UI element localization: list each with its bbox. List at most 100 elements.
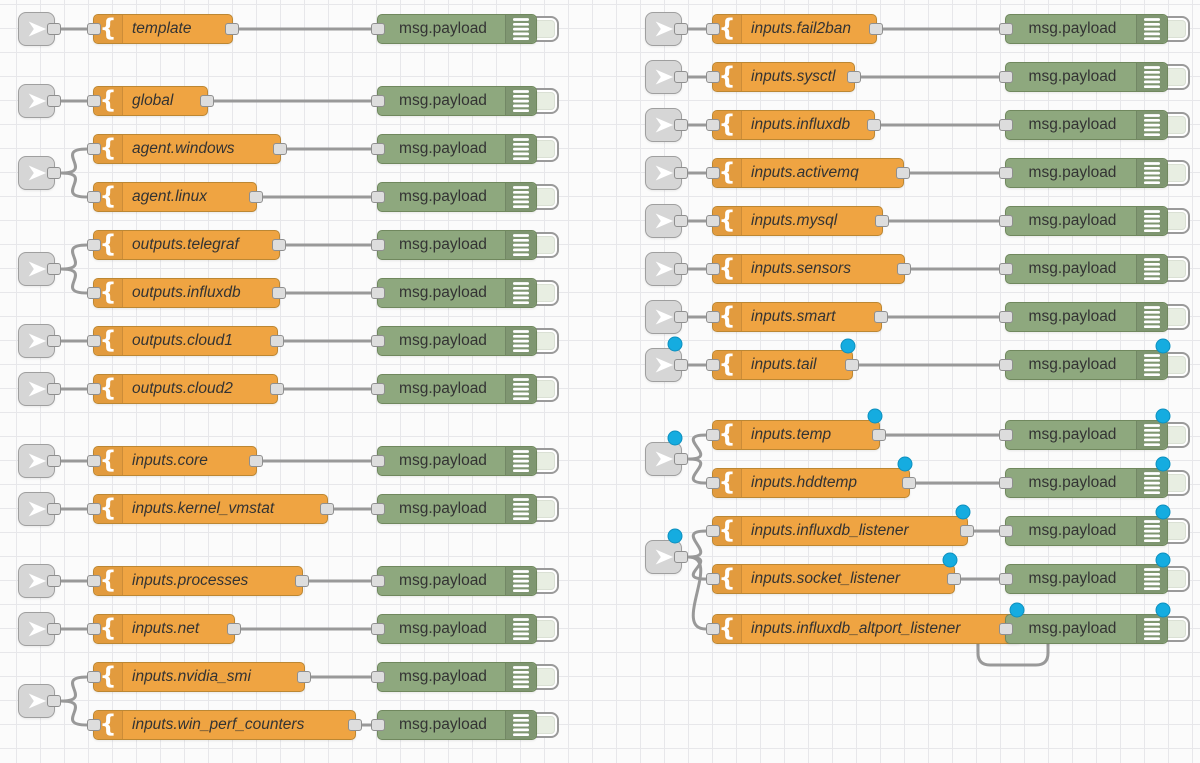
output-port[interactable] [47, 167, 61, 179]
input-port[interactable] [999, 525, 1013, 537]
debug-node-msg.payload[interactable]: msg.payload [371, 182, 537, 212]
template-node-inputs.influxdb_listener[interactable]: {inputs.influxdb_listener [706, 516, 974, 546]
output-port[interactable] [270, 383, 284, 395]
input-port[interactable] [706, 215, 720, 227]
input-port[interactable] [706, 263, 720, 275]
debug-toggle-button[interactable] [525, 448, 559, 474]
template-node-inputs.sensors[interactable]: {inputs.sensors [706, 254, 911, 284]
wire[interactable] [59, 243, 89, 271]
input-port[interactable] [999, 263, 1013, 275]
input-port[interactable] [371, 575, 385, 587]
debug-node-msg.payload[interactable]: msg.payload [371, 14, 537, 44]
input-port[interactable] [371, 239, 385, 251]
debug-node-msg.payload[interactable]: msg.payload [999, 516, 1168, 546]
input-port[interactable] [371, 335, 385, 347]
template-node-inputs.activemq[interactable]: {inputs.activemq [706, 158, 910, 188]
output-port[interactable] [227, 623, 241, 635]
debug-node-msg.payload[interactable]: msg.payload [999, 350, 1168, 380]
input-port[interactable] [999, 477, 1013, 489]
input-port[interactable] [999, 573, 1013, 585]
wire[interactable] [686, 555, 708, 631]
output-port[interactable] [874, 311, 888, 323]
inject-node[interactable] [18, 324, 61, 358]
debug-node-msg.payload[interactable]: msg.payload [371, 614, 537, 644]
input-port[interactable] [371, 143, 385, 155]
wire[interactable] [59, 147, 89, 175]
output-port[interactable] [674, 215, 688, 227]
input-port[interactable] [87, 719, 101, 731]
template-node-inputs.kernel_vmstat[interactable]: {inputs.kernel_vmstat [87, 494, 334, 524]
input-port[interactable] [87, 143, 101, 155]
input-port[interactable] [87, 191, 101, 203]
debug-node-msg.payload[interactable]: msg.payload [999, 62, 1168, 92]
inject-node[interactable] [18, 684, 61, 718]
output-port[interactable] [867, 119, 881, 131]
template-node-inputs.core[interactable]: {inputs.core [87, 446, 263, 476]
output-port[interactable] [47, 503, 61, 515]
input-port[interactable] [706, 311, 720, 323]
input-port[interactable] [87, 23, 101, 35]
debug-node-msg.payload[interactable]: msg.payload [371, 374, 537, 404]
wire[interactable] [59, 675, 89, 703]
output-port[interactable] [47, 575, 61, 587]
output-port[interactable] [200, 95, 214, 107]
template-node-inputs.sysctl[interactable]: {inputs.sysctl [706, 62, 861, 92]
output-port[interactable] [847, 71, 861, 83]
debug-node-msg.payload[interactable]: msg.payload [999, 468, 1168, 498]
debug-node-msg.payload[interactable]: msg.payload [999, 158, 1168, 188]
output-port[interactable] [297, 671, 311, 683]
wire[interactable] [686, 555, 708, 581]
output-port[interactable] [249, 455, 263, 467]
inject-node[interactable] [18, 12, 61, 46]
output-port[interactable] [225, 23, 239, 35]
input-port[interactable] [371, 383, 385, 395]
input-port[interactable] [999, 215, 1013, 227]
output-port[interactable] [47, 455, 61, 467]
debug-node-msg.payload[interactable]: msg.payload [371, 494, 537, 524]
debug-node-msg.payload[interactable]: msg.payload [371, 710, 537, 740]
output-port[interactable] [273, 143, 287, 155]
output-port[interactable] [272, 287, 286, 299]
template-node-inputs.win_perf_counters[interactable]: {inputs.win_perf_counters [87, 710, 362, 740]
inject-node[interactable] [18, 252, 61, 286]
input-port[interactable] [999, 119, 1013, 131]
output-port[interactable] [674, 119, 688, 131]
debug-node-msg.payload[interactable]: msg.payload [999, 254, 1168, 284]
inject-node[interactable] [18, 444, 61, 478]
inject-node[interactable] [18, 372, 61, 406]
debug-node-msg.payload[interactable]: msg.payload [371, 230, 537, 260]
input-port[interactable] [706, 23, 720, 35]
output-port[interactable] [47, 95, 61, 107]
inject-node[interactable] [645, 252, 688, 286]
template-node-inputs.processes[interactable]: {inputs.processes [87, 566, 309, 596]
debug-node-msg.payload[interactable]: msg.payload [999, 614, 1168, 644]
input-port[interactable] [999, 71, 1013, 83]
output-port[interactable] [896, 167, 910, 179]
inject-node[interactable] [645, 442, 688, 476]
input-port[interactable] [87, 95, 101, 107]
inject-node[interactable] [18, 564, 61, 598]
input-port[interactable] [999, 429, 1013, 441]
template-node-outputs.cloud1[interactable]: {outputs.cloud1 [87, 326, 284, 356]
inject-node[interactable] [645, 204, 688, 238]
input-port[interactable] [87, 623, 101, 635]
template-node-global[interactable]: {global [87, 86, 214, 116]
output-port[interactable] [47, 335, 61, 347]
output-port[interactable] [674, 359, 688, 371]
output-port[interactable] [845, 359, 859, 371]
debug-node-msg.payload[interactable]: msg.payload [999, 206, 1168, 236]
template-node-agent.windows[interactable]: {agent.windows [87, 134, 287, 164]
debug-node-msg.payload[interactable]: msg.payload [371, 134, 537, 164]
template-node-inputs.temp[interactable]: {inputs.temp [706, 420, 886, 450]
debug-node-msg.payload[interactable]: msg.payload [371, 86, 537, 116]
output-port[interactable] [674, 167, 688, 179]
input-port[interactable] [706, 429, 720, 441]
output-port[interactable] [295, 575, 309, 587]
input-port[interactable] [371, 719, 385, 731]
input-port[interactable] [87, 383, 101, 395]
debug-node-msg.payload[interactable]: msg.payload [371, 326, 537, 356]
inject-node[interactable] [645, 540, 688, 574]
inject-node[interactable] [18, 612, 61, 646]
wire[interactable] [59, 699, 89, 727]
debug-node-msg.payload[interactable]: msg.payload [371, 278, 537, 308]
